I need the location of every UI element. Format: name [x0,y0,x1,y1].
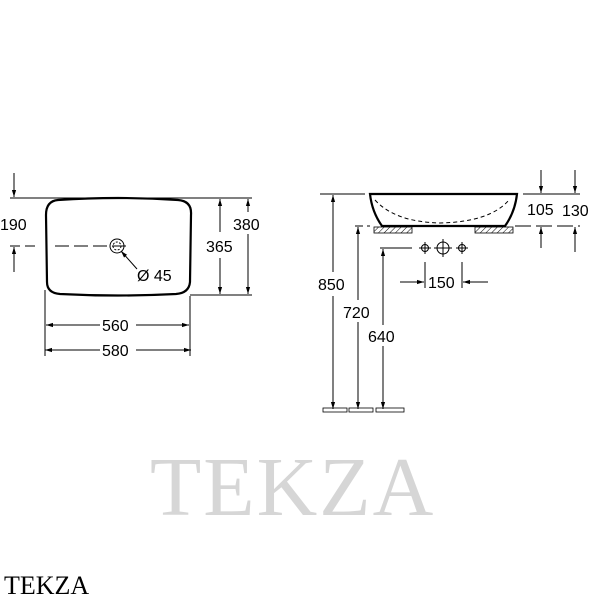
floor-plate [322,407,348,413]
top-view: 190 365 380 Ø 45 560 580 [0,173,260,360]
countertop-hatch [373,226,413,234]
drain-outer-icon [109,238,125,254]
basin-inner-dashed [374,199,510,224]
watermark: TEKZA [150,441,435,534]
dim-380: 380 [233,217,260,234]
countertop-hatch [474,226,514,234]
side-view: 150 850 720 640 105 130 [318,170,589,413]
brand-label: TEKZA [4,571,89,600]
basin-outline [44,196,193,297]
dim-150: 150 [428,275,455,292]
dim-640: 640 [368,329,395,346]
drain-leader [120,250,138,270]
floor-plate [348,407,374,413]
dim-105: 105 [527,202,554,219]
drain-inner-icon [112,241,122,251]
basin-profile [368,192,519,228]
dim-drain-diameter: Ø 45 [137,268,172,285]
dim-720: 720 [343,305,370,322]
dim-580: 580 [102,343,129,360]
dim-850: 850 [318,277,345,294]
tap-holes [419,239,468,257]
dim-365: 365 [206,239,233,256]
dim-130: 130 [562,203,589,220]
dim-560: 560 [102,318,129,335]
dim-190: 190 [0,217,27,234]
floor-plate [375,407,405,413]
hole-crosshairs [419,239,468,257]
